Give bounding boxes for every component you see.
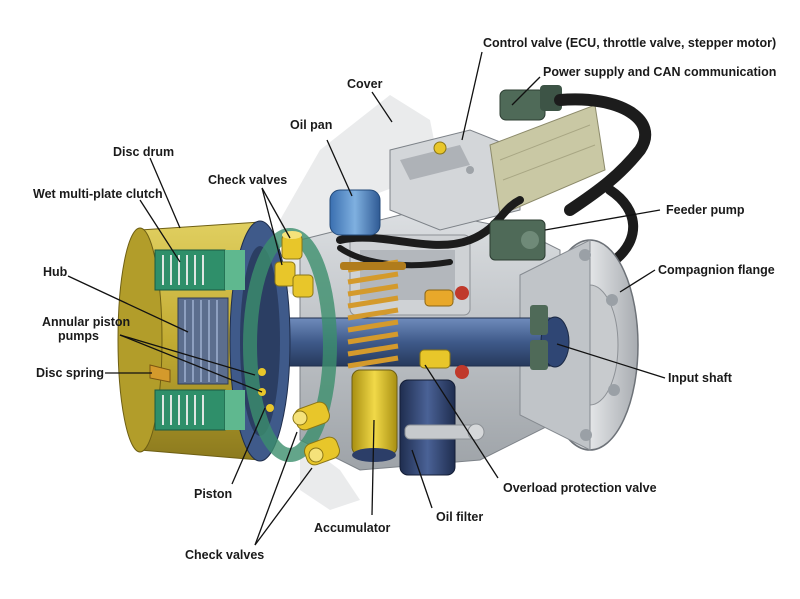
label-companion-flange: Compagnion flange — [658, 263, 775, 277]
leader-piston — [231, 407, 266, 485]
oil-pan — [329, 189, 381, 236]
hub — [177, 297, 229, 385]
leader-feeder-pump — [544, 209, 661, 231]
leader-oil-filter — [411, 449, 433, 509]
label-feeder-pump: Feeder pump — [666, 203, 745, 217]
leader-annular-a — [119, 334, 256, 376]
connector-board — [489, 104, 606, 216]
leader-power-supply — [511, 76, 541, 106]
leader-cover — [371, 91, 393, 123]
label-oil-filter: Oil filter — [436, 510, 484, 524]
control-valve-block — [389, 129, 521, 231]
label-piston: Piston — [194, 487, 233, 501]
leader-check-valves-bottom-b — [254, 467, 313, 546]
label-cover: Cover — [347, 77, 383, 91]
leader-annular-b — [119, 334, 263, 393]
leader-overload-valve — [424, 364, 499, 479]
label-wet-clutch: Wet multi-plate clutch — [33, 187, 163, 201]
oil-filter — [399, 379, 485, 476]
label-input-shaft: Input shaft — [668, 371, 732, 385]
leader-companion-flange — [619, 269, 656, 293]
label-hub: Hub — [43, 265, 68, 279]
check-valves-upper — [274, 231, 314, 298]
label-annular-line2: pumps — [58, 329, 99, 343]
clutch-plates — [154, 249, 245, 431]
check-valves-lower — [292, 401, 340, 466]
power-connector — [499, 85, 562, 121]
leader-check-valves-top-a — [261, 187, 291, 239]
leader-input-shaft — [556, 343, 666, 379]
label-overload-valve: Overload protection valve — [503, 481, 657, 495]
leader-wet-clutch — [139, 199, 181, 263]
leader-hub — [67, 275, 189, 333]
leader-check-valves-top-b — [261, 187, 283, 266]
label-check-valves-top: Check valves — [208, 173, 288, 187]
leader-oil-pan — [326, 139, 353, 197]
label-oil-pan: Oil pan — [290, 118, 333, 132]
leader-lines — [67, 51, 666, 546]
leader-check-valves-bottom-a — [254, 431, 298, 546]
accumulator — [340, 259, 406, 462]
label-check-valves-bottom: Check valves — [185, 548, 265, 562]
label-annular-line1: Annular piston — [42, 315, 131, 329]
label-control-valve: Control valve (ECU, throttle valve, step… — [483, 36, 777, 50]
feeder-pump — [489, 219, 546, 261]
disc-spring — [149, 364, 171, 383]
label-disc-spring: Disc spring — [36, 366, 105, 380]
leader-disc-drum — [149, 157, 181, 229]
label-power-supply: Power supply and CAN communication — [543, 65, 777, 79]
label-accumulator: Accumulator — [314, 521, 391, 535]
label-disc-drum: Disc drum — [113, 145, 175, 159]
leader-accumulator — [371, 419, 375, 516]
leader-control-valve — [461, 51, 483, 141]
overload-valve — [419, 286, 469, 379]
